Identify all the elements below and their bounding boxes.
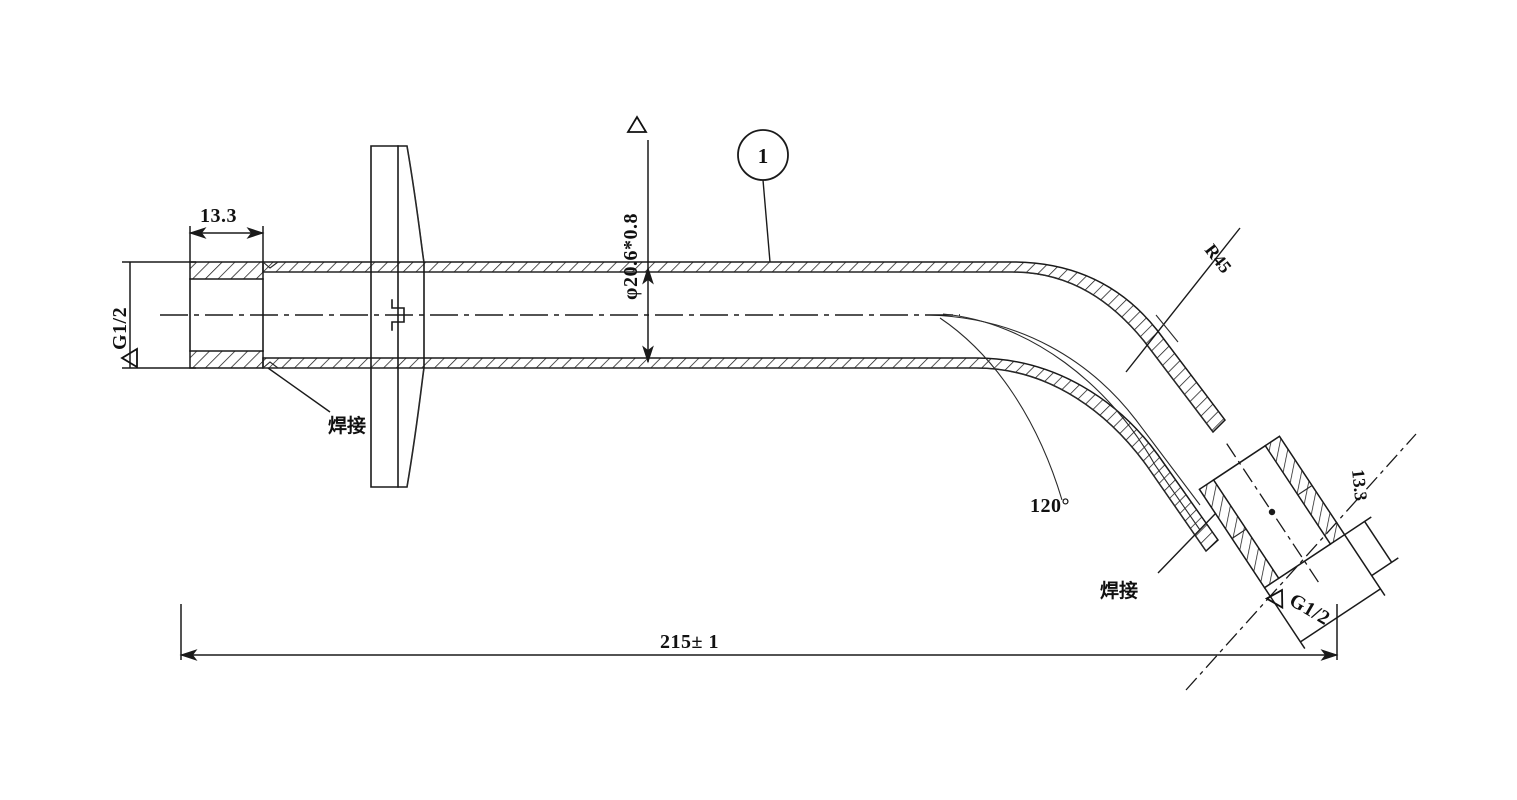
flange-cover-group xyxy=(370,145,425,488)
outlet-sleeve-divider xyxy=(1231,485,1313,539)
dim-ext-outlet-b xyxy=(1371,557,1399,577)
dim-outlet-thread xyxy=(1263,534,1386,649)
flange-hatch-edge-upper xyxy=(406,145,425,263)
tube-bore-upper-line xyxy=(263,271,1214,433)
r45-radius-tick xyxy=(1155,314,1179,343)
triangle-symbol-tube xyxy=(626,115,648,133)
inlet-weld-bead-upper xyxy=(262,261,279,269)
label-inlet-thread: G1/2 xyxy=(109,307,131,350)
outlet-axis-centerline xyxy=(1185,433,1417,691)
label-outlet-sleeve-length: 13.3 xyxy=(1348,468,1371,501)
dim-bend-radius-group xyxy=(1125,227,1241,373)
tube-bore-lower-line xyxy=(263,367,1207,552)
label-weld-right: 焊接 xyxy=(1100,579,1138,602)
dim-inlet-sleeve-length xyxy=(188,226,265,262)
flange-hatch-edge-lower xyxy=(406,367,425,488)
outlet-center-dot xyxy=(1268,508,1276,516)
label-overall-length: 215± 1 xyxy=(660,631,719,653)
balloon-callout-group xyxy=(737,129,789,263)
triangle-symbol-outlet xyxy=(1264,588,1284,610)
balloon-leader-line xyxy=(762,179,771,263)
angle-arc xyxy=(942,313,1201,531)
label-inlet-sleeve-length: 13.3 xyxy=(200,205,237,227)
inner-bore-guides xyxy=(929,314,1201,506)
dim-bend-angle-group xyxy=(939,313,1201,531)
centerlines-group xyxy=(160,314,1417,691)
dim-ext-outlet-g12-bot xyxy=(1263,587,1306,649)
dim-line-outlet-13-3 xyxy=(1363,521,1393,563)
weld-right-leader-line xyxy=(1157,512,1217,574)
label-weld-left: 焊接 xyxy=(328,414,366,437)
dim-ext-outlet-g12-top xyxy=(1343,534,1386,596)
angle-arc-inner xyxy=(939,317,1063,501)
outlet-connector-group xyxy=(1198,435,1346,589)
tube-body-group xyxy=(262,261,1226,553)
triangle-symbol-inlet xyxy=(120,347,138,369)
label-balloon-number: 1 xyxy=(758,144,769,168)
weld-leaders-group xyxy=(267,367,1217,574)
dim-outlet-sleeve-length xyxy=(1344,516,1399,577)
label-tube-spec: φ20.6*0.8 xyxy=(620,213,642,300)
dim-line-outlet-g12 xyxy=(1299,588,1381,643)
inlet-weld-bead-lower xyxy=(262,361,279,369)
inner-radius-curve xyxy=(929,314,1201,506)
label-bend-angle: 120° xyxy=(1030,495,1070,517)
tube-lower-wall xyxy=(262,357,1219,553)
inlet-sleeve-lower-wall xyxy=(189,350,264,369)
dim-overall-length-group xyxy=(179,604,1339,661)
dim-ext-outlet-a xyxy=(1344,516,1372,536)
weld-left-leader-line xyxy=(267,367,331,413)
surface-finish-symbols xyxy=(120,115,1284,610)
dim-inlet-thread xyxy=(122,261,196,369)
r45-leader-line xyxy=(1125,227,1241,373)
inlet-connector-group xyxy=(189,261,279,369)
inlet-sleeve-upper-wall xyxy=(189,261,264,280)
